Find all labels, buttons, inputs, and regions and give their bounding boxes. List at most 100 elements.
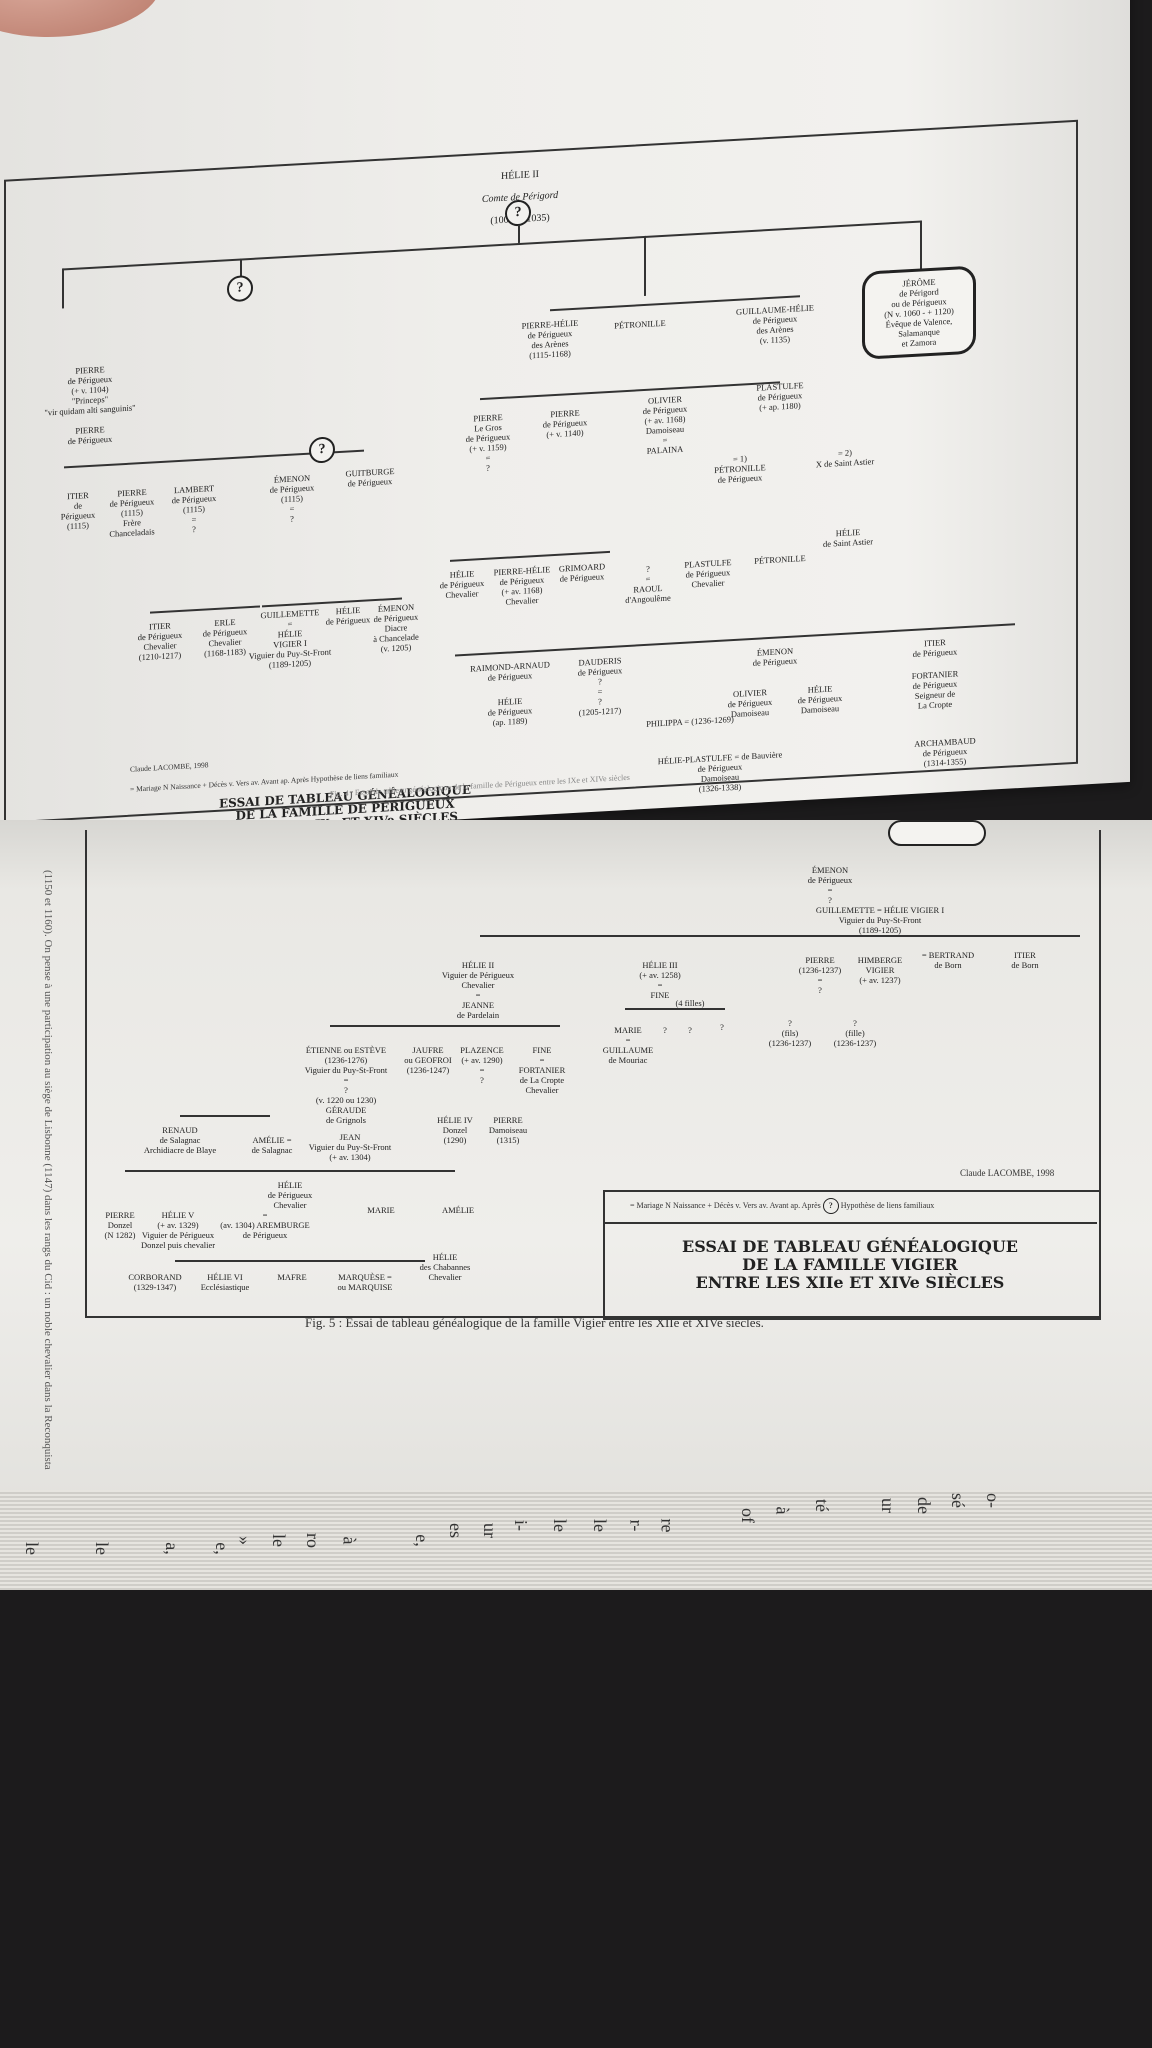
person-node: ITIER de Born bbox=[1011, 950, 1039, 970]
edge-letter: re bbox=[657, 1518, 678, 1533]
edge-letter: à bbox=[339, 1536, 360, 1545]
chart-title: ESSAI DE TABLEAU GÉNÉALOGIQUE DE LA FAMI… bbox=[603, 1238, 1097, 1292]
edge-letter: à bbox=[772, 1506, 793, 1515]
connector bbox=[62, 268, 64, 309]
edge-letter: o- bbox=[983, 1493, 1003, 1508]
edge-letter: e, bbox=[211, 1542, 232, 1555]
person-node: PIERRE de Périgueux (+ v. 1104) "Princep… bbox=[44, 364, 136, 418]
person-node: HÉLIE II Viguier de Périgueux Chevalier … bbox=[441, 960, 515, 1020]
person-node: HÉLIE de Périgueux Chevalier bbox=[267, 1180, 313, 1210]
person-node: HIMBERGE VIGIER (+ av. 1237) bbox=[857, 955, 903, 985]
edge-letter: ur bbox=[480, 1523, 500, 1538]
person-node: AMÉLIE bbox=[441, 1205, 475, 1215]
legend-text: = Mariage N Naissance + Décès v. Vers av… bbox=[630, 1201, 821, 1210]
connector bbox=[175, 1260, 425, 1262]
person-node: = 2) X de Saint Astier bbox=[815, 447, 875, 470]
connector bbox=[125, 1170, 455, 1172]
person-node: ÉMENON de Périgueux bbox=[752, 645, 798, 668]
edge-letter: sé bbox=[948, 1493, 968, 1508]
person-node: MARIE = GUILLAUME de Mouriac bbox=[602, 1025, 654, 1065]
title-line: DE LA FAMILLE VIGIER bbox=[742, 1255, 958, 1274]
edge-letter: a, bbox=[161, 1542, 182, 1555]
person-node: CORBORAND (1329-1347) bbox=[128, 1272, 182, 1292]
connector bbox=[180, 1115, 270, 1117]
person-node: HÉLIE de Périgueux Chevalier bbox=[439, 568, 485, 601]
person-node: FORTANIER de Périgueux Seigneur de La Cr… bbox=[911, 668, 959, 711]
person-node: ? = RAOUL d'Angoulême bbox=[625, 563, 671, 606]
person-node: GUITBURGE de Périgueux bbox=[345, 465, 395, 489]
person-node: DAUDERIS de Périgueux ? = ? (1205-1217) bbox=[577, 655, 623, 718]
person-node: MAFRE bbox=[277, 1272, 307, 1282]
edge-letter: e, bbox=[411, 1534, 432, 1547]
person-node: = BERTRAND de Born bbox=[921, 950, 975, 970]
person-node: = 1) PÉTRONILLE de Périgueux bbox=[714, 453, 766, 485]
person-node: ARCHAMBAUD de Périgueux (1314-1355) bbox=[914, 735, 976, 769]
person-node: PIERRE de Périgueux (1115) Frère Chancel… bbox=[109, 486, 155, 539]
jerome-node: JÉRÔME de Périgord ou de Périgueux (N v.… bbox=[862, 265, 976, 360]
person-node: HÉLIE V (+ av. 1329) Viguier de Périgueu… bbox=[140, 1210, 216, 1250]
edge-letter: le bbox=[92, 1542, 112, 1555]
page-edge: le le a, e, » le ro à e, es ur i- le le … bbox=[0, 1490, 1152, 1590]
person-node: HÉLIE-PLASTULFE = de Bauvière de Périgue… bbox=[657, 749, 783, 794]
person-node: MARIE bbox=[367, 1205, 395, 1215]
person-node: OLIVIER de Périgueux (+ av. 1168) Damois… bbox=[642, 393, 688, 456]
title-frame bbox=[603, 1190, 1101, 1320]
person-node: HÉLIE IV Donzel (1290) bbox=[437, 1115, 473, 1145]
person-node: GRIMOARD de Périgueux bbox=[558, 561, 606, 584]
person-node: LAMBERT de Périgueux (1115) = ? bbox=[171, 483, 217, 535]
person-node: ITIER de Périgueux bbox=[912, 637, 958, 659]
edge-letter: le bbox=[590, 1519, 610, 1532]
connector bbox=[330, 1025, 560, 1027]
person-node: PLASTULFE de Périgueux (+ ap. 1180) bbox=[756, 380, 804, 413]
tree-frame bbox=[85, 830, 1101, 1318]
person-node: GUILLEMETTE = HÉLIE VIGIER I Viguier du … bbox=[248, 607, 332, 670]
person-node: FINE = FORTANIER de La Cropte Chevalier bbox=[518, 1045, 566, 1095]
person-node: RENAUD de Salagnac Archidiacre de Blaye bbox=[143, 1125, 217, 1155]
title-line: ENTRE LES XIIe ET XIVe SIÈCLES bbox=[695, 1273, 1005, 1292]
edge-letter: i- bbox=[511, 1520, 531, 1531]
edge-letter: le bbox=[269, 1534, 289, 1547]
author-credit: Claude LACOMBE, 1998 bbox=[960, 1168, 1055, 1178]
person-node: ÉMENON de Périgueux (1115) = ? bbox=[269, 472, 315, 524]
divider bbox=[603, 1222, 1097, 1224]
person-node: OLIVIER de Périgueux Damoiseau bbox=[727, 687, 773, 720]
edge-letter: ur bbox=[878, 1498, 898, 1513]
edge-letter: le bbox=[550, 1519, 570, 1532]
person-node: PIERRE de Périgueux bbox=[67, 424, 113, 447]
connector bbox=[518, 224, 520, 244]
legend: = Mariage N Naissance + Décès v. Vers av… bbox=[630, 1198, 934, 1214]
person-node: ? (fils) (1236-1237) bbox=[768, 1018, 812, 1048]
person-node: PLAZENCE (+ av. 1290) = ? bbox=[460, 1045, 504, 1085]
person-node: HÉLIE de Périgueux bbox=[325, 604, 371, 627]
edge-letter: de bbox=[914, 1497, 934, 1514]
edge-letter: le bbox=[22, 1542, 42, 1555]
tree-frame bbox=[4, 119, 1078, 824]
person-node: (4 filles) bbox=[675, 998, 705, 1008]
person-node: ? (fille) (1236-1237) bbox=[833, 1018, 877, 1048]
figure-caption: Fig. 5 : Essai de tableau généalogique d… bbox=[305, 1315, 764, 1330]
jerome-mini bbox=[888, 820, 986, 846]
person-node: ERLE de Périgueux Chevalier (1168-1183) bbox=[202, 616, 248, 659]
person-node: ÉTIENNE ou ESTÈVE (1236-1276) Viguier du… bbox=[304, 1045, 388, 1125]
person-node: MARQUÈSE = ou MARQUISE bbox=[337, 1272, 393, 1292]
person-node: GUILLEMETTE = HÉLIE VIGIER I Viguier du … bbox=[815, 905, 945, 935]
person-node: PIERRE Damoiseau (1315) bbox=[488, 1115, 528, 1145]
edge-letter: es bbox=[446, 1523, 466, 1538]
person-node: PIERRE-HÉLIE de Périgueux des Arènes (11… bbox=[521, 317, 579, 361]
person-node: PIERRE Donzel (N 1282) bbox=[104, 1210, 136, 1240]
person-node: ITIER de Périgueux (1115) bbox=[60, 490, 96, 532]
edge-letter: of bbox=[738, 1508, 758, 1523]
root-name: HÉLIE II bbox=[500, 168, 540, 182]
person-node: ? bbox=[688, 1025, 692, 1035]
bottom-page: (1150 et 1160). On pense à une participa… bbox=[0, 820, 1152, 1520]
edge-letter: » bbox=[235, 1536, 255, 1545]
person-node: ÉMENON de Périgueux = ? bbox=[807, 865, 853, 905]
title-line: ESSAI DE TABLEAU GÉNÉALOGIQUE bbox=[682, 1237, 1018, 1256]
person-node: AMÉLIE = de Salagnac bbox=[251, 1135, 293, 1155]
person-node: JEAN Viguier du Puy-St-Front (+ av. 1304… bbox=[308, 1132, 392, 1162]
person-node: PIERRE (1236-1237) = ? bbox=[798, 955, 842, 995]
question-circle-icon: ? bbox=[822, 1198, 839, 1214]
person-node: PIERRE de Périgueux (+ v. 1140) bbox=[542, 407, 588, 440]
person-node: HÉLIE des Chabannes Chevalier bbox=[419, 1252, 471, 1282]
